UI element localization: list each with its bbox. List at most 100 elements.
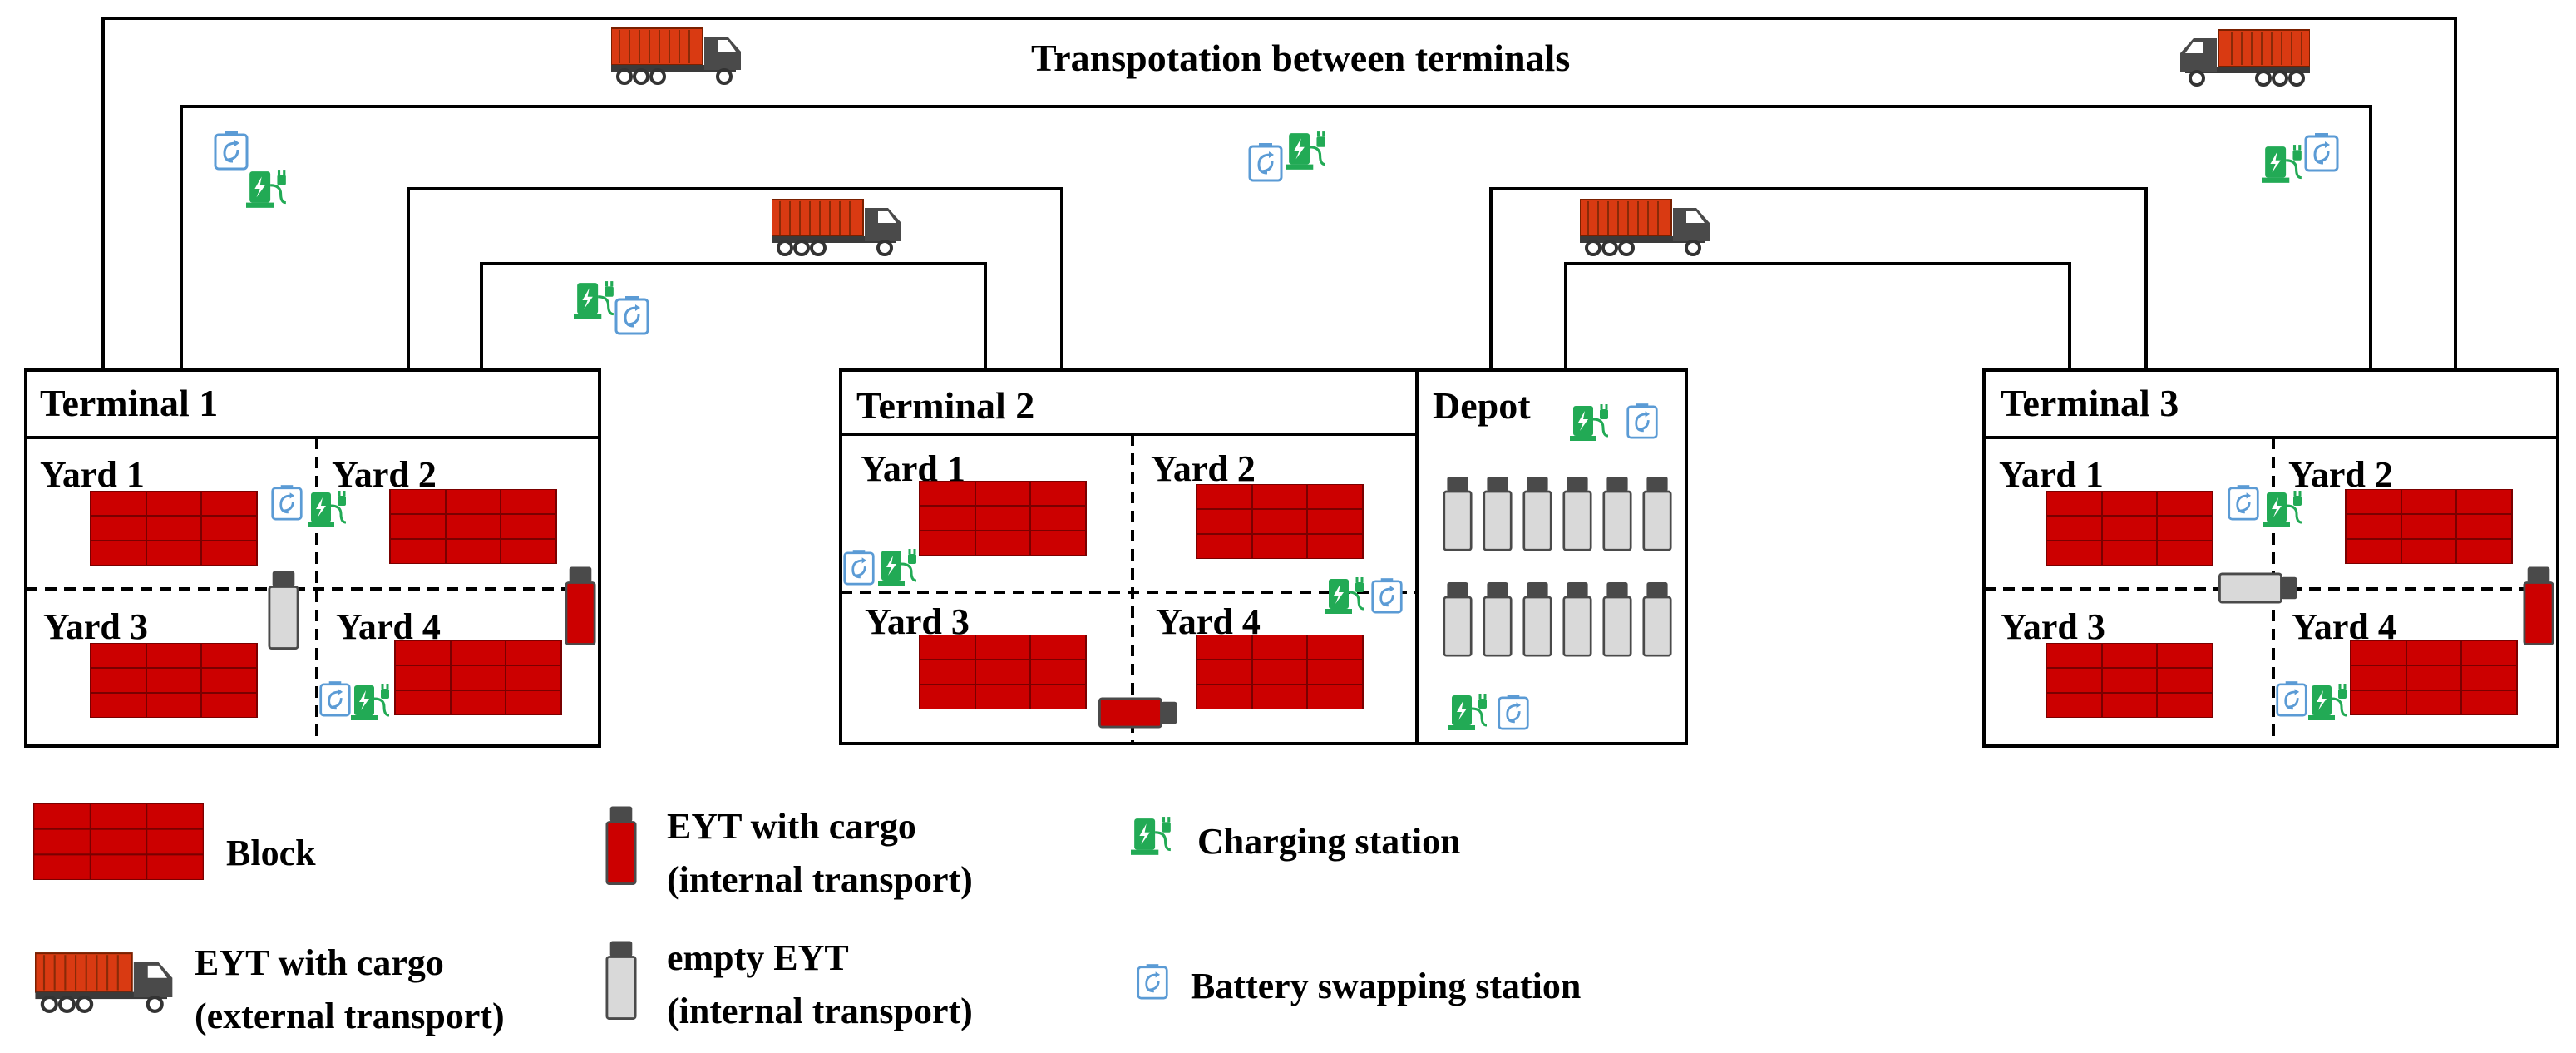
charging-station-icon bbox=[1570, 403, 1610, 442]
yard-label: Yard 3 bbox=[2001, 606, 2105, 647]
transport-routes bbox=[101, 17, 2457, 370]
charging-station-icon bbox=[2263, 489, 2303, 529]
route-depot-t3-outer bbox=[1489, 187, 2148, 370]
eyt-cargo-icon bbox=[1098, 697, 1178, 729]
charging-station-icon bbox=[351, 682, 391, 722]
empty-eyt-icon bbox=[1642, 581, 1672, 657]
block bbox=[394, 640, 562, 715]
legend-external-truck-icon bbox=[35, 953, 172, 1011]
charging-station-icon bbox=[2262, 143, 2303, 185]
empty-eyt-icon bbox=[1483, 581, 1513, 657]
battery-swapping-icon bbox=[2304, 133, 2339, 172]
charging-station-icon bbox=[246, 168, 288, 210]
yard-label: Yard 2 bbox=[1151, 448, 1256, 489]
legend-empty-eyt-icon bbox=[605, 939, 637, 1021]
empty-eyt-icon bbox=[1483, 475, 1513, 551]
battery-swapping-icon bbox=[1371, 577, 1403, 614]
terminal-2: Terminal 2 Yard 1 Yard 2 Yard 3 Yard 4 bbox=[839, 368, 1419, 745]
charging-station-icon bbox=[878, 547, 918, 587]
depot: Depot bbox=[1415, 368, 1688, 745]
legend-internal-cargo-label-1: EYT with cargo bbox=[667, 806, 916, 847]
battery-swapping-icon bbox=[1626, 403, 1658, 439]
charging-station-icon bbox=[574, 279, 615, 321]
legend-eyt-cargo-icon bbox=[605, 804, 637, 886]
empty-eyt-icon bbox=[2218, 572, 2299, 604]
empty-eyt-icon bbox=[1642, 475, 1672, 551]
eyt-cargo-icon bbox=[565, 565, 596, 646]
yard-label: Yard 1 bbox=[40, 454, 145, 495]
external-truck-icon bbox=[1580, 198, 1711, 256]
route-depot-t3-inner bbox=[1564, 262, 2071, 370]
block bbox=[1196, 635, 1364, 709]
legend-block-label: Block bbox=[226, 833, 316, 873]
yard-label: Yard 4 bbox=[2292, 606, 2396, 647]
legend-external-label-2: (external transport) bbox=[195, 996, 505, 1036]
yard-label: Yard 3 bbox=[43, 606, 148, 647]
battery-swapping-icon bbox=[2276, 680, 2307, 717]
external-truck-icon bbox=[2179, 28, 2310, 87]
block bbox=[2345, 489, 2513, 564]
legend-charging-icon bbox=[1131, 815, 1172, 857]
empty-eyt-icon bbox=[1522, 581, 1552, 657]
external-truck-icon bbox=[611, 27, 743, 85]
terminal-3-frame bbox=[1982, 368, 2559, 748]
route-second bbox=[180, 105, 2372, 370]
empty-eyt-icon bbox=[1443, 475, 1473, 551]
empty-eyt-icon bbox=[1602, 475, 1632, 551]
block bbox=[389, 489, 557, 564]
yard-label: Yard 1 bbox=[1999, 454, 2104, 495]
block bbox=[2350, 640, 2518, 715]
empty-eyt-icon bbox=[1562, 475, 1592, 551]
yard-label: Yard 2 bbox=[2288, 454, 2393, 495]
block bbox=[919, 481, 1087, 556]
terminal-title: Terminal 3 bbox=[2001, 382, 2179, 424]
charging-station-icon bbox=[308, 489, 348, 529]
block bbox=[919, 635, 1087, 709]
block bbox=[90, 491, 258, 566]
route-t1-t2-inner bbox=[480, 262, 987, 370]
yard-label: Yard 4 bbox=[336, 606, 441, 647]
battery-swapping-icon bbox=[843, 549, 875, 586]
charging-station-icon bbox=[1325, 576, 1365, 615]
depot-title: Depot bbox=[1433, 384, 1531, 427]
block bbox=[90, 643, 258, 718]
legend: Block EYT with cargo (external transport… bbox=[33, 803, 1581, 1036]
battery-swapping-icon bbox=[2228, 484, 2259, 521]
route-t1-t2-outer bbox=[407, 187, 1063, 370]
legend-block-swatch bbox=[33, 803, 204, 880]
charging-station-icon bbox=[1448, 692, 1488, 732]
empty-eyt-icon bbox=[1443, 581, 1473, 657]
terminal-1-frame bbox=[24, 368, 601, 748]
empty-eyt-icon bbox=[1562, 581, 1592, 657]
empty-eyt-icon bbox=[1602, 581, 1632, 657]
battery-swapping-icon bbox=[271, 484, 303, 521]
terminal-3: Terminal 3 Yard 1 Yard 2 Yard 3 Yard 4 bbox=[1982, 368, 2559, 748]
legend-swapping-label: Battery swapping station bbox=[1191, 966, 1581, 1006]
legend-charging-label: Charging station bbox=[1197, 821, 1461, 862]
battery-swapping-icon bbox=[319, 680, 351, 717]
depot-frame bbox=[1415, 368, 1688, 745]
empty-eyt-icon bbox=[1522, 475, 1552, 551]
legend-external-label-1: EYT with cargo bbox=[195, 942, 444, 983]
battery-swapping-icon bbox=[614, 296, 649, 335]
battery-swapping-icon bbox=[1498, 694, 1529, 730]
external-truck-icon bbox=[772, 198, 903, 256]
route-outer bbox=[101, 17, 2457, 370]
charging-station-icon bbox=[1286, 130, 1327, 171]
terminal-1: Terminal 1 Yard 1 Yard 2 Yard 3 Yard 4 bbox=[24, 368, 601, 748]
empty-eyt-icon bbox=[268, 569, 299, 650]
block bbox=[2046, 491, 2213, 566]
eyt-cargo-icon bbox=[2523, 565, 2554, 646]
battery-swapping-icon bbox=[214, 131, 249, 171]
diagram-title: Transpotation between terminals bbox=[1031, 37, 1570, 79]
block bbox=[1196, 484, 1364, 559]
battery-swapping-icon bbox=[1248, 143, 1283, 182]
legend-internal-cargo-label-2: (internal transport) bbox=[667, 859, 973, 900]
charging-station-icon bbox=[2308, 682, 2348, 722]
terminal-title: Terminal 2 bbox=[856, 384, 1034, 427]
terminal-title: Terminal 1 bbox=[40, 382, 218, 424]
yard-label: Yard 2 bbox=[332, 454, 437, 495]
legend-empty-label-2: (internal transport) bbox=[667, 991, 973, 1031]
block bbox=[2046, 643, 2213, 718]
